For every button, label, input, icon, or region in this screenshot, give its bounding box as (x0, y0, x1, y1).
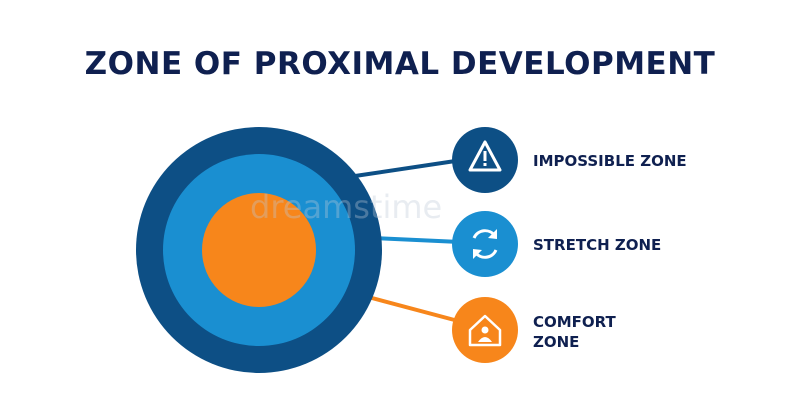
impossible-zone-label: IMPOSSIBLE ZONE (533, 152, 687, 170)
refresh-arrows-icon (472, 229, 498, 259)
warning-triangle-icon (468, 140, 502, 172)
page-title: ZONE OF PROXIMAL DEVELOPMENT (84, 46, 716, 82)
connector-impossible (354, 158, 463, 178)
stretch-zone-label: STRETCH ZONE (533, 236, 662, 254)
home-person-icon (468, 314, 502, 347)
stretch-zone-badge (452, 211, 518, 277)
impossible-zone-badge (452, 127, 518, 193)
comfort-zone-badge (452, 297, 518, 363)
comfort-zone-label: COMFORT ZONE (533, 313, 616, 351)
core-comfort (202, 193, 316, 307)
